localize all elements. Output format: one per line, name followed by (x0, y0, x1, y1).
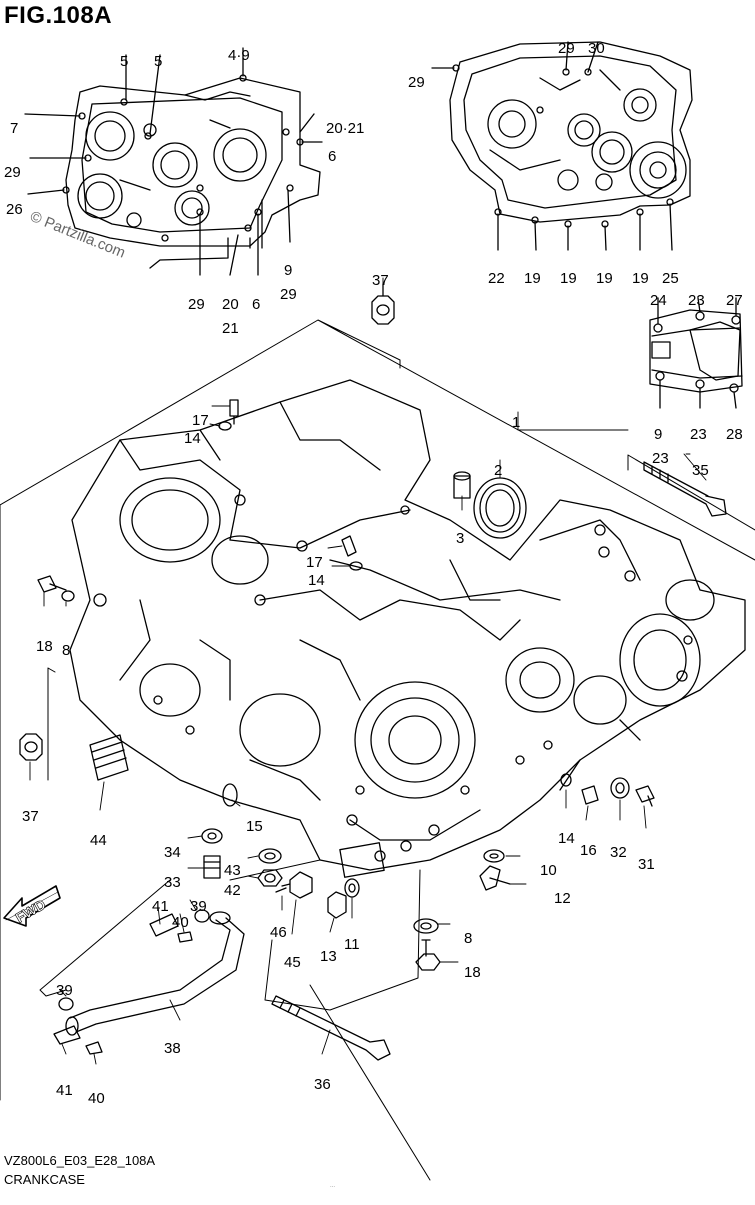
callout-14: 14 (308, 572, 325, 589)
callout-19: 19 (524, 270, 541, 287)
callout-20-21: 20·21 (326, 120, 364, 137)
callout-29: 29 (188, 296, 205, 313)
callout-5: 5 (154, 53, 162, 70)
callout-3: 3 (456, 530, 464, 547)
callout-1: 1 (512, 414, 520, 431)
leader-lines (29, 277, 707, 1065)
callout-14: 14 (558, 830, 575, 847)
callout-46: 46 (270, 924, 287, 941)
callout-9: 9 (284, 262, 292, 279)
callout-32: 32 (610, 844, 627, 861)
left-case-half-view (24, 47, 323, 276)
callout-45: 45 (284, 954, 301, 971)
callout-40: 40 (172, 914, 189, 931)
callout-29: 29 (558, 40, 575, 57)
figure-title: FIG.108A (4, 2, 113, 29)
callout-19: 19 (560, 270, 577, 287)
callout-42: 42 (224, 882, 241, 899)
callout-39: 39 (190, 898, 207, 915)
callout-18: 18 (464, 964, 481, 981)
callout-38: 38 (164, 1040, 181, 1057)
callout-15: 15 (246, 818, 263, 835)
callout-19: 19 (632, 270, 649, 287)
callout-6: 6 (252, 296, 260, 313)
callout-26: 26 (6, 201, 23, 218)
callout-6: 6 (328, 148, 336, 165)
callout-35: 35 (692, 462, 709, 479)
callout-37: 37 (372, 272, 389, 289)
callout-11: 11 (344, 936, 360, 953)
callout-44: 44 (90, 832, 107, 849)
callout-31: 31 (638, 856, 655, 873)
callout-9: 9 (654, 426, 662, 443)
callout-14: 14 (184, 430, 201, 447)
callout-25: 25 (662, 270, 679, 287)
callout-22: 22 (488, 270, 505, 287)
callout-41: 41 (152, 898, 169, 915)
callout-7: 7 (10, 120, 18, 137)
callout-18: 18 (36, 638, 53, 655)
footnote: ... (330, 1183, 336, 1189)
callout-29: 29 (408, 74, 425, 91)
callout-10: 10 (540, 862, 557, 879)
callout-20: 20 (222, 296, 239, 313)
model-code: VZ800L6_E03_E28_108A (4, 1153, 156, 1168)
callout-17: 17 (306, 554, 323, 571)
callout-2: 2 (494, 462, 502, 479)
callout-41: 41 (56, 1082, 73, 1099)
callout-29: 29 (4, 164, 21, 181)
callout-19: 19 (596, 270, 613, 287)
callout-27: 27 (726, 292, 743, 309)
callout-30: 30 (588, 40, 605, 57)
callout-8: 8 (62, 642, 70, 659)
callout-29: 29 (280, 286, 297, 303)
callout-37: 37 (22, 808, 39, 825)
callout-23: 23 (690, 426, 707, 443)
callout-17: 17 (192, 412, 209, 429)
callout-16: 16 (580, 842, 597, 859)
callout-5: 5 (120, 53, 128, 70)
callout-8: 8 (464, 930, 472, 947)
callout-23: 23 (652, 450, 669, 467)
diagram-caption: CRANKCASE (4, 1172, 85, 1187)
callout-13: 13 (320, 948, 337, 965)
callout-34: 34 (164, 844, 181, 861)
right-case-half-view (431, 41, 693, 251)
callout-12: 12 (554, 890, 571, 907)
callout-33: 33 (164, 874, 181, 891)
callout-4-9: 4·9 (228, 47, 250, 64)
callout-24: 24 (650, 292, 667, 309)
callout-43: 43 (224, 862, 241, 879)
callout-36: 36 (314, 1076, 331, 1093)
crankcase-main-body (69, 379, 746, 878)
callout-21: 21 (222, 320, 239, 337)
callout-39: 39 (56, 982, 73, 999)
callout-40: 40 (88, 1090, 105, 1107)
callout-23: 23 (688, 292, 705, 309)
assembly-frame (0, 319, 755, 1181)
callout-28: 28 (726, 426, 743, 443)
cover-plate-view (649, 297, 743, 409)
loose-parts (3, 283, 727, 1061)
